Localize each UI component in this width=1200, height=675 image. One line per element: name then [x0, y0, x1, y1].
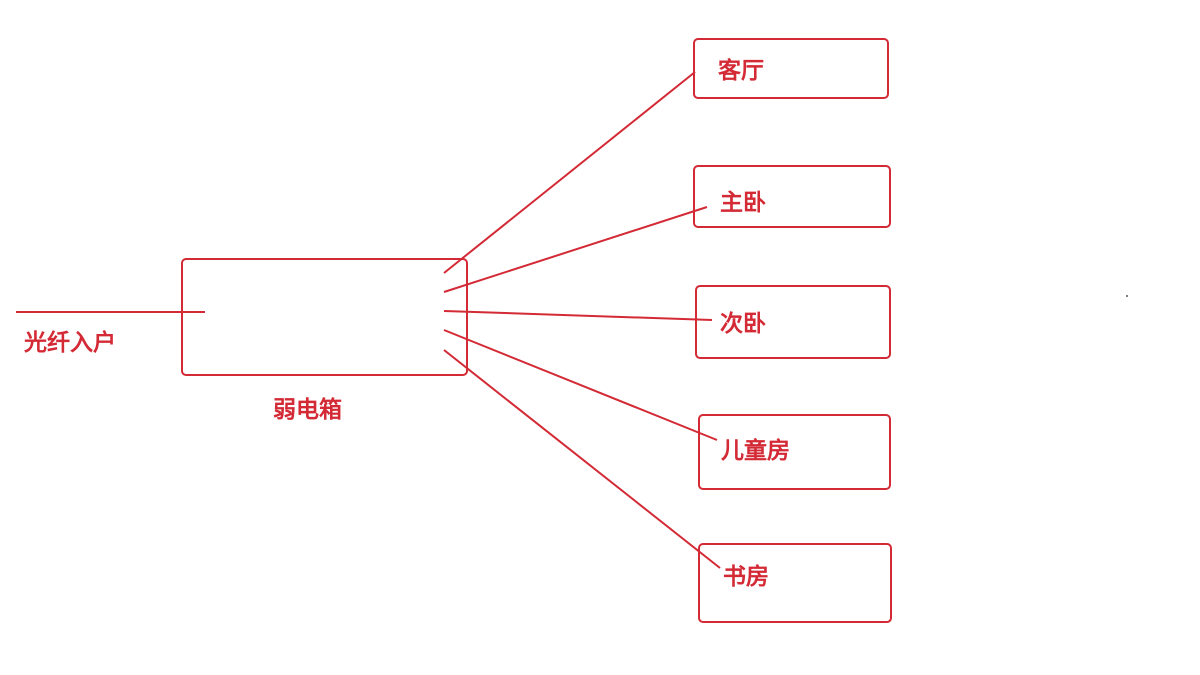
line-to-master-bedroom	[443, 206, 708, 293]
line-to-kids-room	[443, 329, 718, 441]
line-to-second-bedroom	[443, 310, 713, 321]
room-label-master-bedroom: 主卧	[720, 190, 766, 216]
room-box-living-room	[693, 38, 889, 99]
weak-current-box	[181, 258, 468, 376]
hub-label: 弱电箱	[273, 397, 342, 423]
room-label-living-room: 客厅	[718, 58, 764, 84]
room-box-second-bedroom	[695, 285, 891, 359]
room-label-study: 书房	[723, 564, 769, 590]
line-to-living-room	[443, 71, 696, 274]
line-to-study	[443, 349, 721, 569]
stray-dot	[1126, 295, 1128, 297]
room-box-study	[698, 543, 892, 623]
room-box-kids-room	[698, 414, 891, 490]
room-box-master-bedroom	[693, 165, 891, 228]
room-label-kids-room: 儿童房	[721, 438, 790, 464]
room-label-second-bedroom: 次卧	[720, 311, 766, 337]
source-label: 光纤入户	[24, 330, 116, 356]
